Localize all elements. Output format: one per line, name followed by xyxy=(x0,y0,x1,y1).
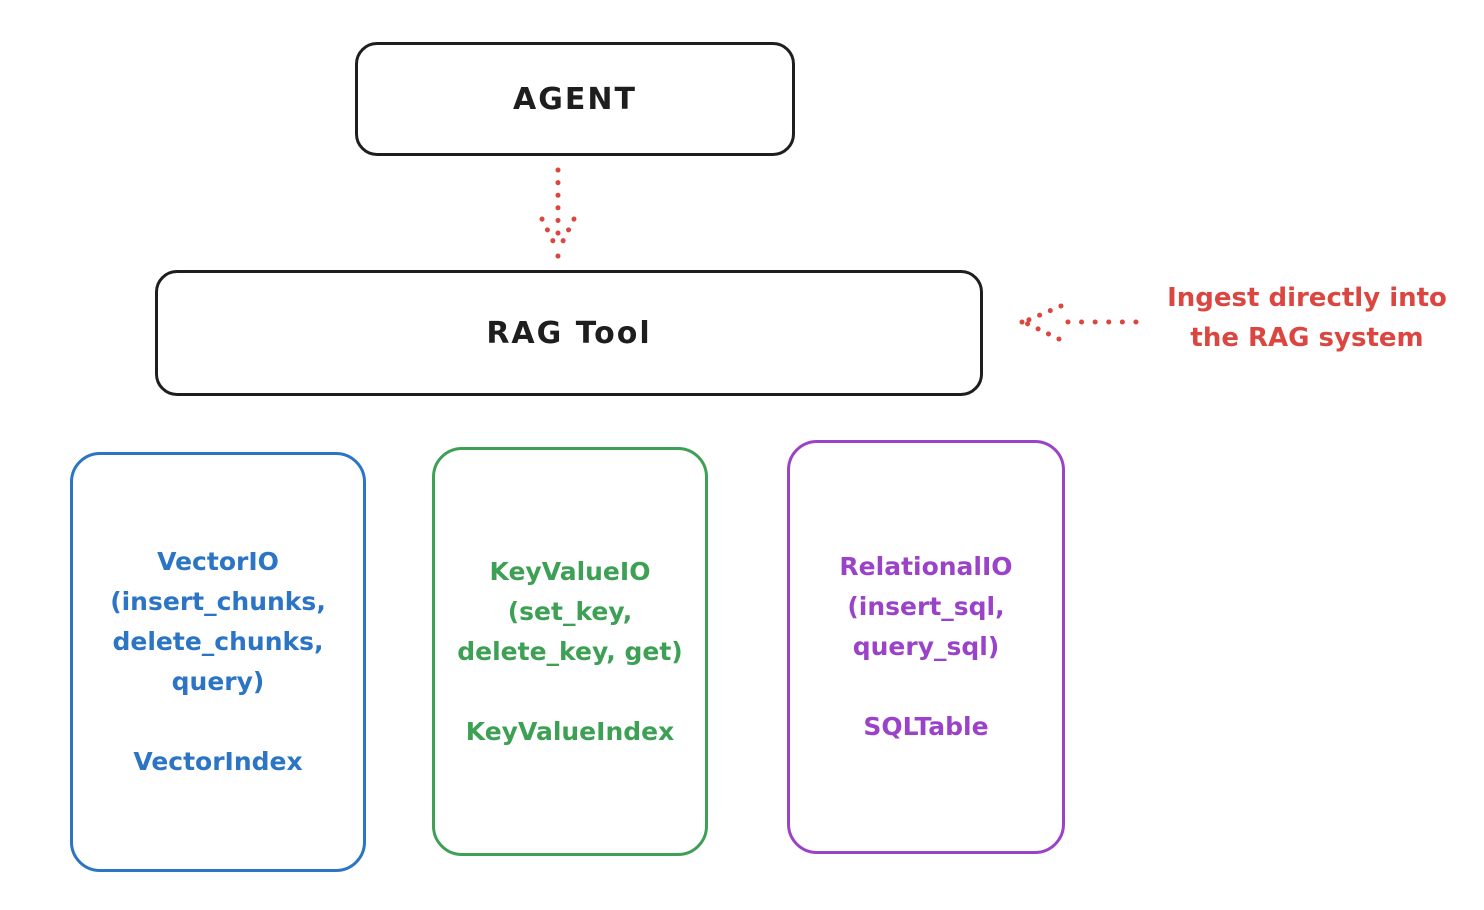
vectorio-index-label: VectorIndex xyxy=(133,747,303,776)
backend-box-vectorio: VectorIO (insert_chunks, delete_chunks, … xyxy=(70,452,366,872)
ingest-annotation-text: Ingest directly into the RAG system xyxy=(1167,283,1447,353)
agent-box: AGENT xyxy=(355,42,795,156)
relationalio-methods-label: RelationalIO (insert_sql, query_sql) xyxy=(839,552,1013,661)
ingest-annotation-dotted-arrow xyxy=(1019,303,1139,342)
rag-tool-box: RAG Tool xyxy=(155,270,983,396)
rag-tool-label: RAG Tool xyxy=(486,315,652,351)
backend-box-keyvalueio: KeyValueIO (set_key, delete_key, get) Ke… xyxy=(432,447,708,856)
agent-label: AGENT xyxy=(513,81,637,117)
keyvalueio-index-label: KeyValueIndex xyxy=(465,716,675,746)
agent-to-ragtool-dotted-arrow xyxy=(539,167,577,259)
vectorio-methods-label: VectorIO (insert_chunks, delete_chunks, … xyxy=(110,547,326,696)
relationalio-index-label: SQLTable xyxy=(863,712,989,741)
keyvalueio-methods-label: KeyValueIO (set_key, delete_key, get) xyxy=(457,556,683,666)
backend-box-relationalio: RelationalIO (insert_sql, query_sql) SQL… xyxy=(787,440,1065,854)
